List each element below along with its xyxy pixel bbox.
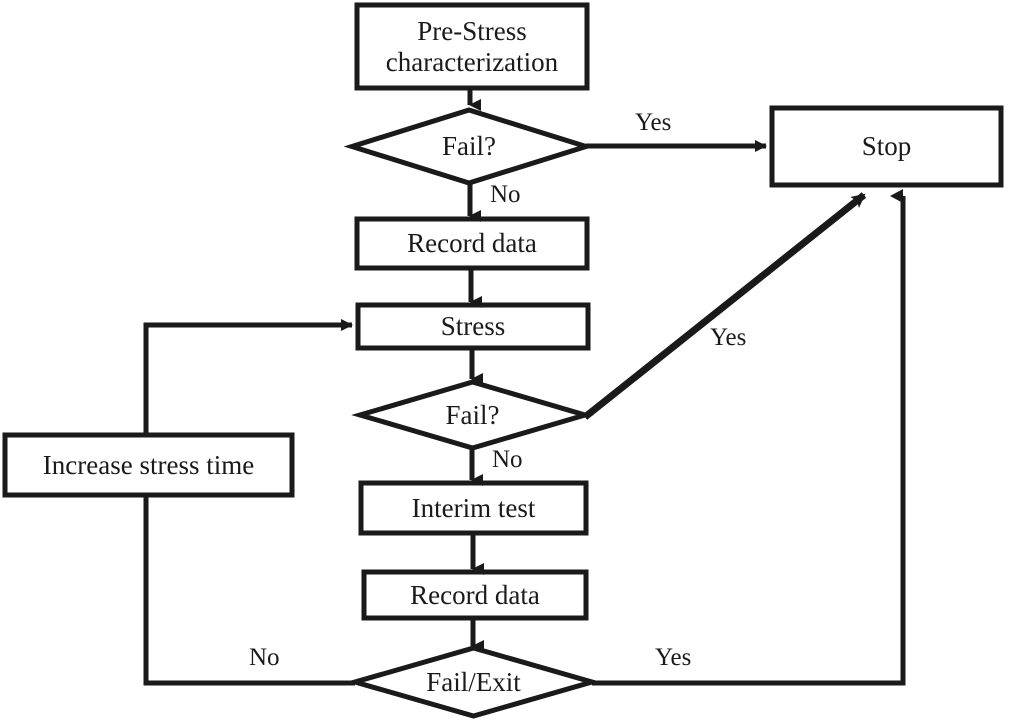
hit-pre-stress-characterization[interactable]	[357, 5, 587, 88]
hit-fail-decision-2[interactable]	[360, 382, 585, 448]
hit-fail-decision-1[interactable]	[352, 110, 586, 183]
node-interim-test[interactable]	[358, 480, 589, 536]
edge-fail2-yes-stop	[582, 192, 867, 420]
edge-failexit-yes-stop	[592, 189, 906, 686]
node-stress[interactable]	[355, 302, 591, 351]
node-fail-exit-decision[interactable]	[345, 645, 602, 719]
edge-increase-to-stress	[143, 319, 353, 435]
hit-increase-stress-time[interactable]	[5, 435, 292, 495]
hit-record-data-2[interactable]	[364, 572, 586, 618]
hit-fail-exit-decision[interactable]	[355, 648, 592, 716]
node-record-data-2[interactable]	[361, 569, 589, 621]
edge-failexit-no-increase	[143, 495, 355, 686]
hit-record-data-1[interactable]	[357, 219, 587, 268]
hit-interim-test[interactable]	[361, 483, 586, 533]
node-stop[interactable]	[769, 105, 1004, 188]
hit-stress[interactable]	[358, 305, 588, 348]
hit-stop[interactable]	[772, 108, 1001, 185]
